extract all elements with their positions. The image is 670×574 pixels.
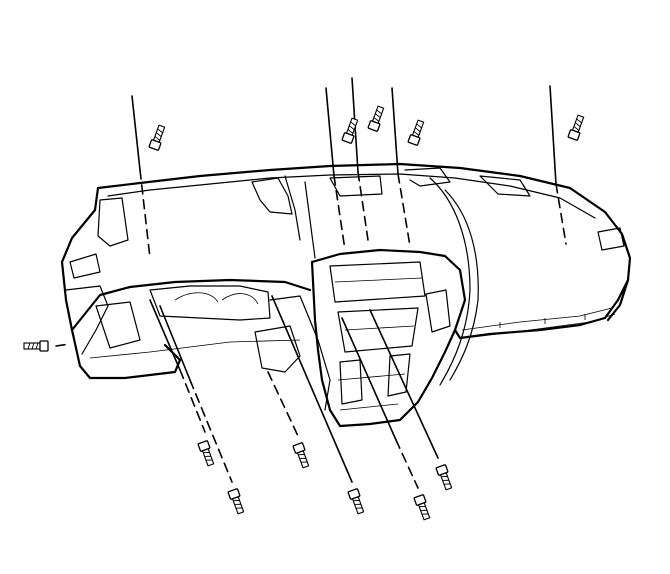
cluster-gauge-right	[221, 293, 259, 305]
right-lower-rail	[461, 307, 613, 331]
leader-upper-right	[549, 85, 557, 185]
leader-lower-right-outer	[341, 317, 397, 441]
center-stack-outline	[310, 248, 467, 428]
hvac-opening	[337, 307, 419, 353]
upper-center-right-bolt	[407, 119, 425, 146]
center-stack-rib-1	[334, 277, 423, 283]
left-end-bracket	[97, 197, 129, 247]
leader-lines	[55, 77, 567, 489]
leader-upper-left	[131, 95, 141, 171]
left-vent-opening	[69, 253, 101, 279]
upper-center-left-bolt	[341, 117, 359, 144]
leader-lower-right-inner	[369, 309, 439, 459]
instrument-panel-carrier	[60, 162, 632, 428]
upper-left-bolt	[148, 124, 166, 151]
lower-center-bolt	[347, 488, 365, 515]
leader-upper-cr	[391, 87, 399, 175]
lower-left-outer-bolt	[227, 488, 245, 515]
leader-lower-left-outer-dash	[189, 379, 233, 483]
steering-column-support	[254, 325, 301, 373]
leader-upper-cr-dash	[397, 173, 411, 247]
right-end-vent	[597, 227, 625, 251]
right-edge-tabs	[499, 314, 586, 328]
top-far-right-bracket	[479, 175, 531, 197]
leader-upper-cl	[325, 87, 335, 177]
right-side-bracket	[425, 289, 451, 333]
leader-upper-cl-dash	[333, 175, 346, 251]
lower-left-rail	[89, 339, 301, 359]
center-stack-rib-4	[339, 403, 399, 411]
radio-opening	[329, 261, 426, 303]
lower-center-left-bolt	[292, 442, 310, 469]
cluster-opening	[149, 285, 271, 321]
center-stack-rib-3	[337, 373, 406, 381]
left-end-outline	[60, 186, 182, 380]
leader-lower-center	[271, 295, 353, 483]
right-panel-inner-curve	[444, 189, 479, 381]
steering-column-brace	[269, 295, 331, 411]
leader-upper-right-dash	[555, 183, 567, 245]
center-crease-2	[284, 175, 301, 241]
cluster-gauge-left	[174, 292, 219, 303]
leader-lower-left-inner	[149, 299, 181, 371]
center-stack-rib-2	[344, 325, 415, 331]
dash-top-outline	[96, 162, 632, 340]
upper-center-bolt	[367, 105, 385, 132]
lower-right-outer-bolt	[413, 494, 431, 521]
leader-lower-left-outer	[159, 305, 191, 381]
leader-lower-cl-dash	[267, 371, 299, 437]
right-lower-rail-2	[464, 313, 616, 339]
top-center-bracket	[251, 177, 293, 215]
top-center-bracket-2	[329, 175, 383, 197]
side-left-bolt	[23, 340, 49, 352]
leader-upper-left-dash	[139, 169, 151, 259]
leader-lower-left-inner-dash	[179, 369, 206, 433]
lower-right-inner-bolt	[435, 464, 453, 491]
console-bracket-right	[387, 353, 411, 397]
right-panel-curve	[429, 177, 471, 386]
upper-right-bolt	[567, 114, 585, 141]
left-lower-bracket	[95, 301, 141, 349]
fasteners	[23, 105, 585, 521]
center-crease	[304, 181, 316, 259]
lower-left-inner-bolt	[197, 440, 215, 467]
leader-side-left	[55, 343, 71, 347]
lower-left-contour	[70, 278, 312, 332]
leader-lower-right-outer-dash	[395, 439, 419, 489]
defroster-edge	[107, 173, 596, 219]
console-bracket-left	[339, 359, 363, 405]
top-right-bracket	[404, 167, 451, 187]
left-end-strut	[65, 285, 109, 355]
leader-upper-c-dash	[357, 171, 369, 241]
